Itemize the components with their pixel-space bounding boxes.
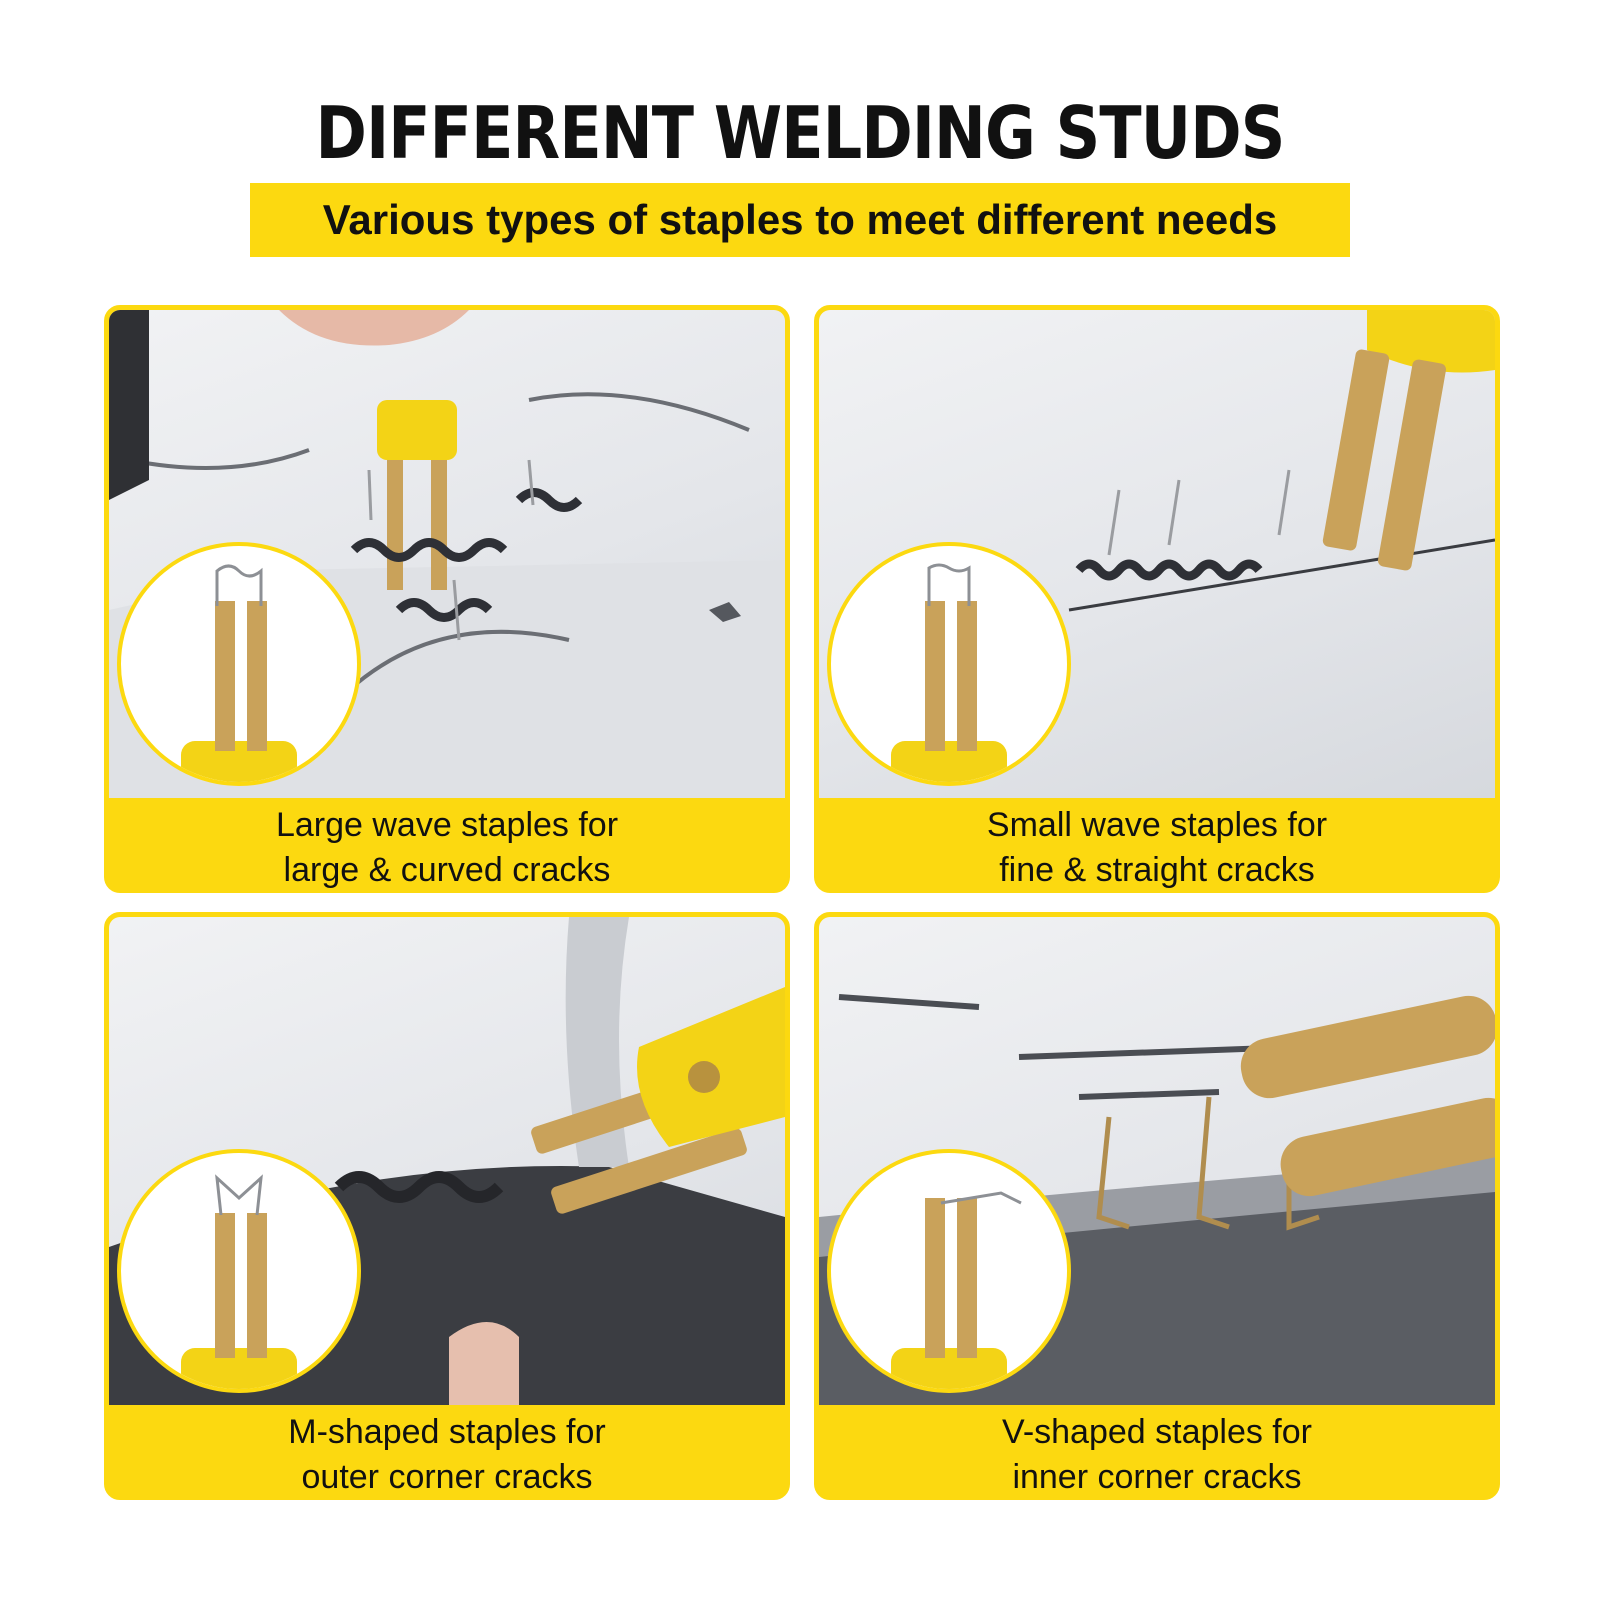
caption-line-1: M-shaped staples for (288, 1413, 606, 1451)
caption-line-2: inner corner cracks (1012, 1458, 1302, 1496)
caption-line-1: V-shaped staples for (1002, 1413, 1312, 1451)
card-caption: V-shaped staples for inner corner cracks (819, 1405, 1495, 1496)
card-small-wave-staples: Small wave staples for fine & straight c… (814, 305, 1500, 893)
inset-large-wave-tip (117, 542, 361, 786)
inset-small-wave-tip (827, 542, 1071, 786)
caption-line-2: fine & straight cracks (999, 851, 1315, 889)
caption-line-2: large & curved cracks (283, 851, 611, 889)
inset-m-shaped-tip (117, 1149, 361, 1393)
caption-line-1: Small wave staples for (986, 806, 1328, 844)
card-m-shaped-staples: M-shaped staples for outer corner cracks (104, 912, 790, 1500)
caption-line-2: outer corner cracks (301, 1458, 593, 1496)
card-large-wave-staples: Large wave staples for large & curved cr… (104, 305, 790, 893)
card-v-shaped-staples: V-shaped staples for inner corner cracks (814, 912, 1500, 1500)
card-caption: Small wave staples for fine & straight c… (819, 798, 1495, 889)
page-title: DIFFERENT WELDING STUDS (315, 91, 1286, 175)
card-caption: M-shaped staples for outer corner cracks (109, 1405, 785, 1496)
caption-line-1: Large wave staples for (275, 806, 619, 844)
card-caption: Large wave staples for large & curved cr… (109, 798, 785, 889)
subtitle-banner: Various types of staples to meet differe… (250, 183, 1350, 257)
inset-v-shaped-tip (827, 1149, 1071, 1393)
